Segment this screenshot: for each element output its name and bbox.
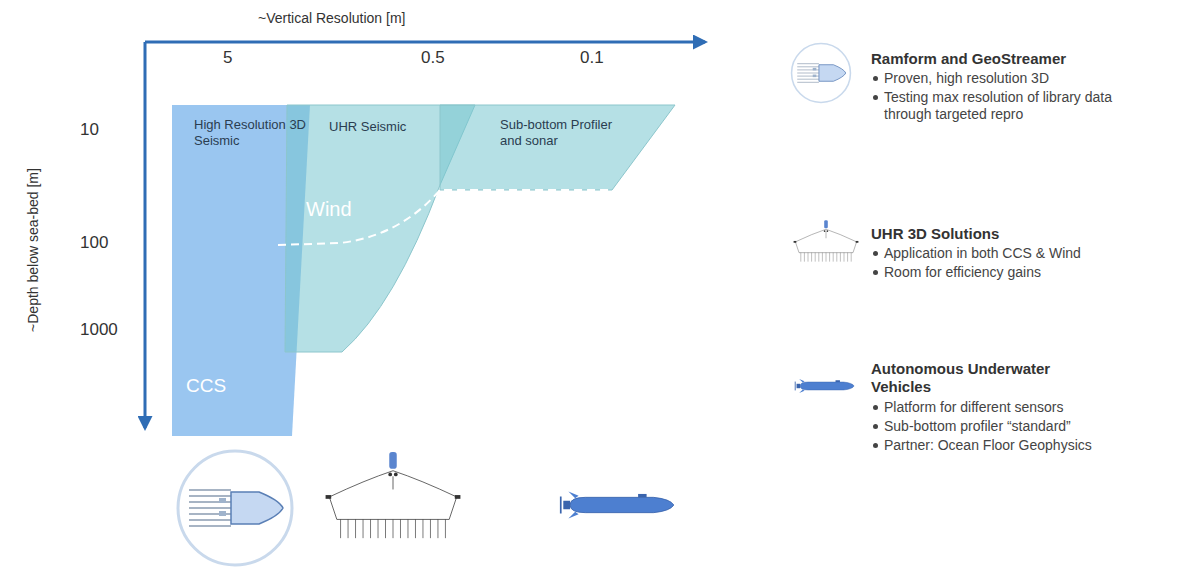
uhr-spread-icon	[326, 452, 461, 538]
tick-value: 0.5	[421, 48, 445, 68]
ramform-icon	[178, 451, 292, 565]
bullet-dot	[873, 95, 878, 100]
depth-axis	[144, 42, 147, 428]
axis-title: ~Vertical Resolution [m]	[258, 10, 405, 27]
region-title: High Resolution 3D Seismic	[194, 117, 306, 148]
region-tag: Wind	[306, 197, 352, 221]
section-heading: Ramform and GeoStreamer	[871, 50, 1066, 68]
bullet-text: Application in both CCS & Wind	[884, 245, 1081, 262]
region-title: UHR Seismic	[329, 119, 409, 135]
bullet-text: Partner: Ocean Floor Geophysics	[884, 437, 1092, 454]
ramform-icon	[792, 44, 851, 103]
tick-value: 5	[223, 48, 232, 68]
bullet-text: Platform for different sensors	[884, 399, 1063, 416]
axis-title: ~Depth below sea-bed [m]	[25, 168, 42, 332]
tick-value: 10	[80, 120, 99, 140]
bullet-dot	[873, 76, 878, 81]
sub-bottom-region: Sub-bottom Profiler and sonar	[440, 105, 675, 192]
bullet-text: Room for efficiency gains	[884, 264, 1041, 281]
bullet-dot	[873, 251, 878, 256]
bullet-text: Sub-bottom profiler “standard”	[884, 418, 1071, 435]
wind-depth-line	[278, 190, 612, 245]
auv-icon	[795, 379, 854, 393]
region-tag: CCS	[186, 375, 246, 398]
region-outline	[440, 105, 675, 190]
section-heading: Autonomous Underwater Vehicles	[871, 360, 1071, 396]
auv-icon	[561, 491, 674, 518]
resolution-axis	[145, 41, 705, 44]
tick-value: 100	[80, 233, 108, 253]
bullet-dot	[873, 405, 878, 410]
uhr-spread-icon	[794, 220, 859, 261]
bullet-dot	[873, 270, 878, 275]
region-title: Sub-bottom Profiler and sonar	[500, 117, 635, 148]
tick-value: 0.1	[580, 48, 604, 68]
bullet-text: Proven, high resolution 3D	[884, 70, 1049, 87]
bullet-dot	[873, 443, 878, 448]
tick-value: 1000	[80, 320, 118, 340]
bullet-dot	[873, 424, 878, 429]
bullet-text: Testing max resolution of library data t…	[884, 89, 1120, 123]
section-heading: UHR 3D Solutions	[871, 225, 999, 243]
